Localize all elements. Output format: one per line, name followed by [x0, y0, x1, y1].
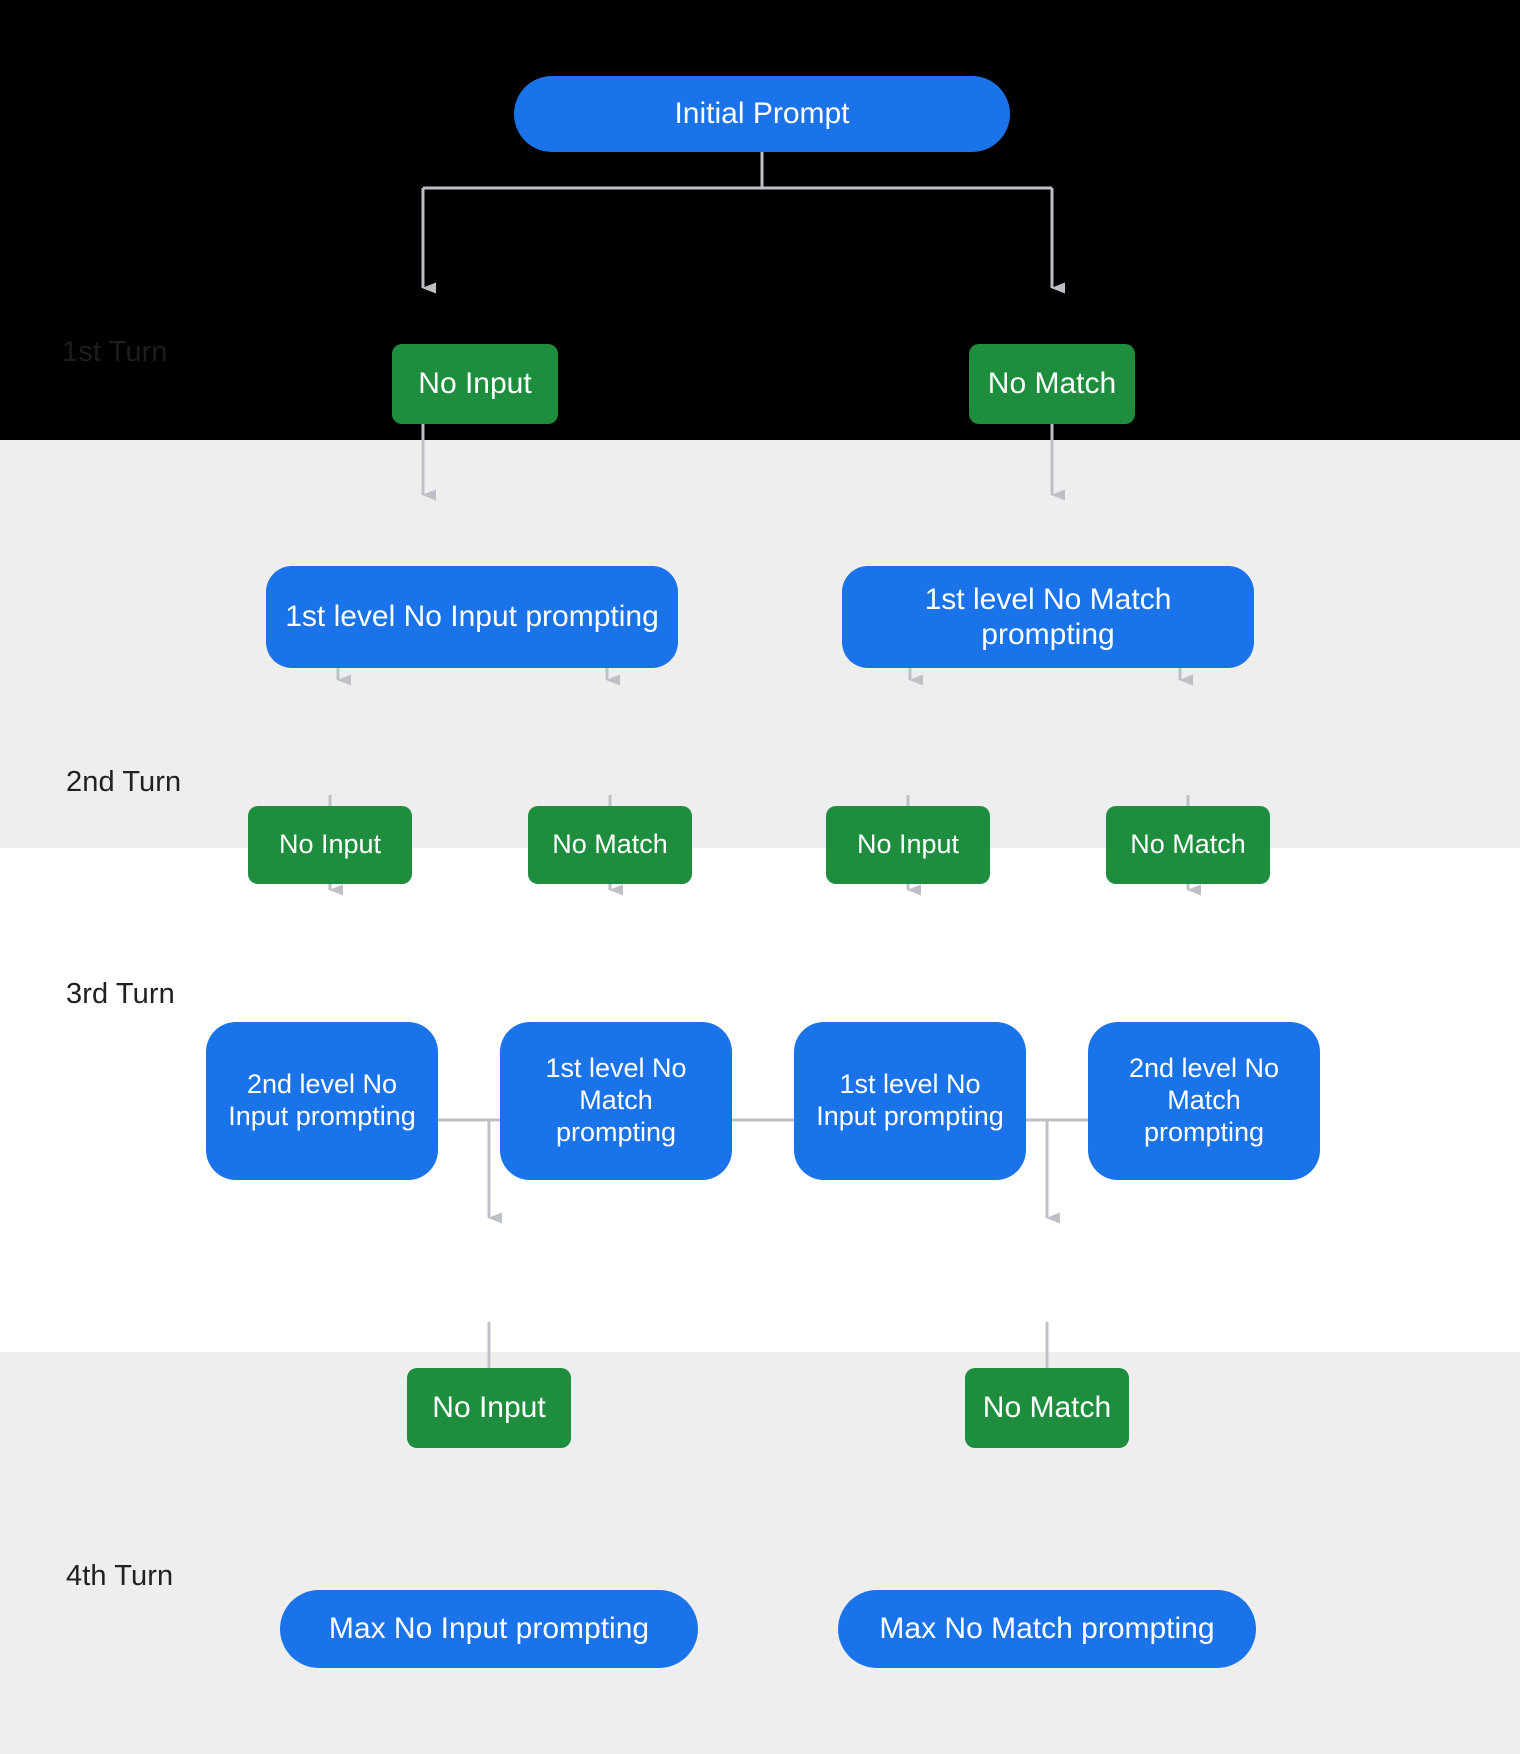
node-3rd-turn-2nd-level-no-match-prompting[interactable]: 2nd level No Match prompting [1088, 1022, 1320, 1180]
node-1st-turn-no-match[interactable]: No Match [969, 344, 1135, 424]
band-1st-turn [0, 0, 1520, 440]
turn-label-3rd: 3rd Turn [66, 978, 175, 1010]
node-3rd-turn-2nd-level-no-input-prompting[interactable]: 2nd level No Input prompting [206, 1022, 438, 1180]
node-2nd-turn-no-match-left[interactable]: No Match [528, 806, 692, 884]
node-2nd-turn-1st-level-no-match-prompting[interactable]: 1st level No Match prompting [842, 566, 1254, 668]
node-2nd-turn-1st-level-no-input-prompting[interactable]: 1st level No Input prompting [266, 566, 678, 668]
turn-label-2nd: 2nd Turn [66, 766, 182, 798]
node-3rd-turn-1st-level-no-match-prompting[interactable]: 1st level No Match prompting [500, 1022, 732, 1180]
node-3rd-turn-no-match[interactable]: No Match [965, 1368, 1129, 1448]
node-3rd-turn-no-input[interactable]: No Input [407, 1368, 571, 1448]
node-4th-turn-max-no-match-prompting[interactable]: Max No Match prompting [838, 1590, 1256, 1668]
node-4th-turn-max-no-input-prompting[interactable]: Max No Input prompting [280, 1590, 698, 1668]
node-3rd-turn-1st-level-no-input-prompting[interactable]: 1st level No Input prompting [794, 1022, 1026, 1180]
node-2nd-turn-no-input-left[interactable]: No Input [248, 806, 412, 884]
node-initial-prompt[interactable]: Initial Prompt [514, 76, 1010, 152]
band-4th-turn [0, 1352, 1520, 1754]
band-2nd-turn [0, 440, 1520, 848]
node-1st-turn-no-input[interactable]: No Input [392, 344, 558, 424]
node-2nd-turn-no-match-right[interactable]: No Match [1106, 806, 1270, 884]
node-2nd-turn-no-input-right[interactable]: No Input [826, 806, 990, 884]
turn-label-1st: 1st Turn [62, 336, 168, 368]
turn-label-4th: 4th Turn [66, 1560, 174, 1592]
